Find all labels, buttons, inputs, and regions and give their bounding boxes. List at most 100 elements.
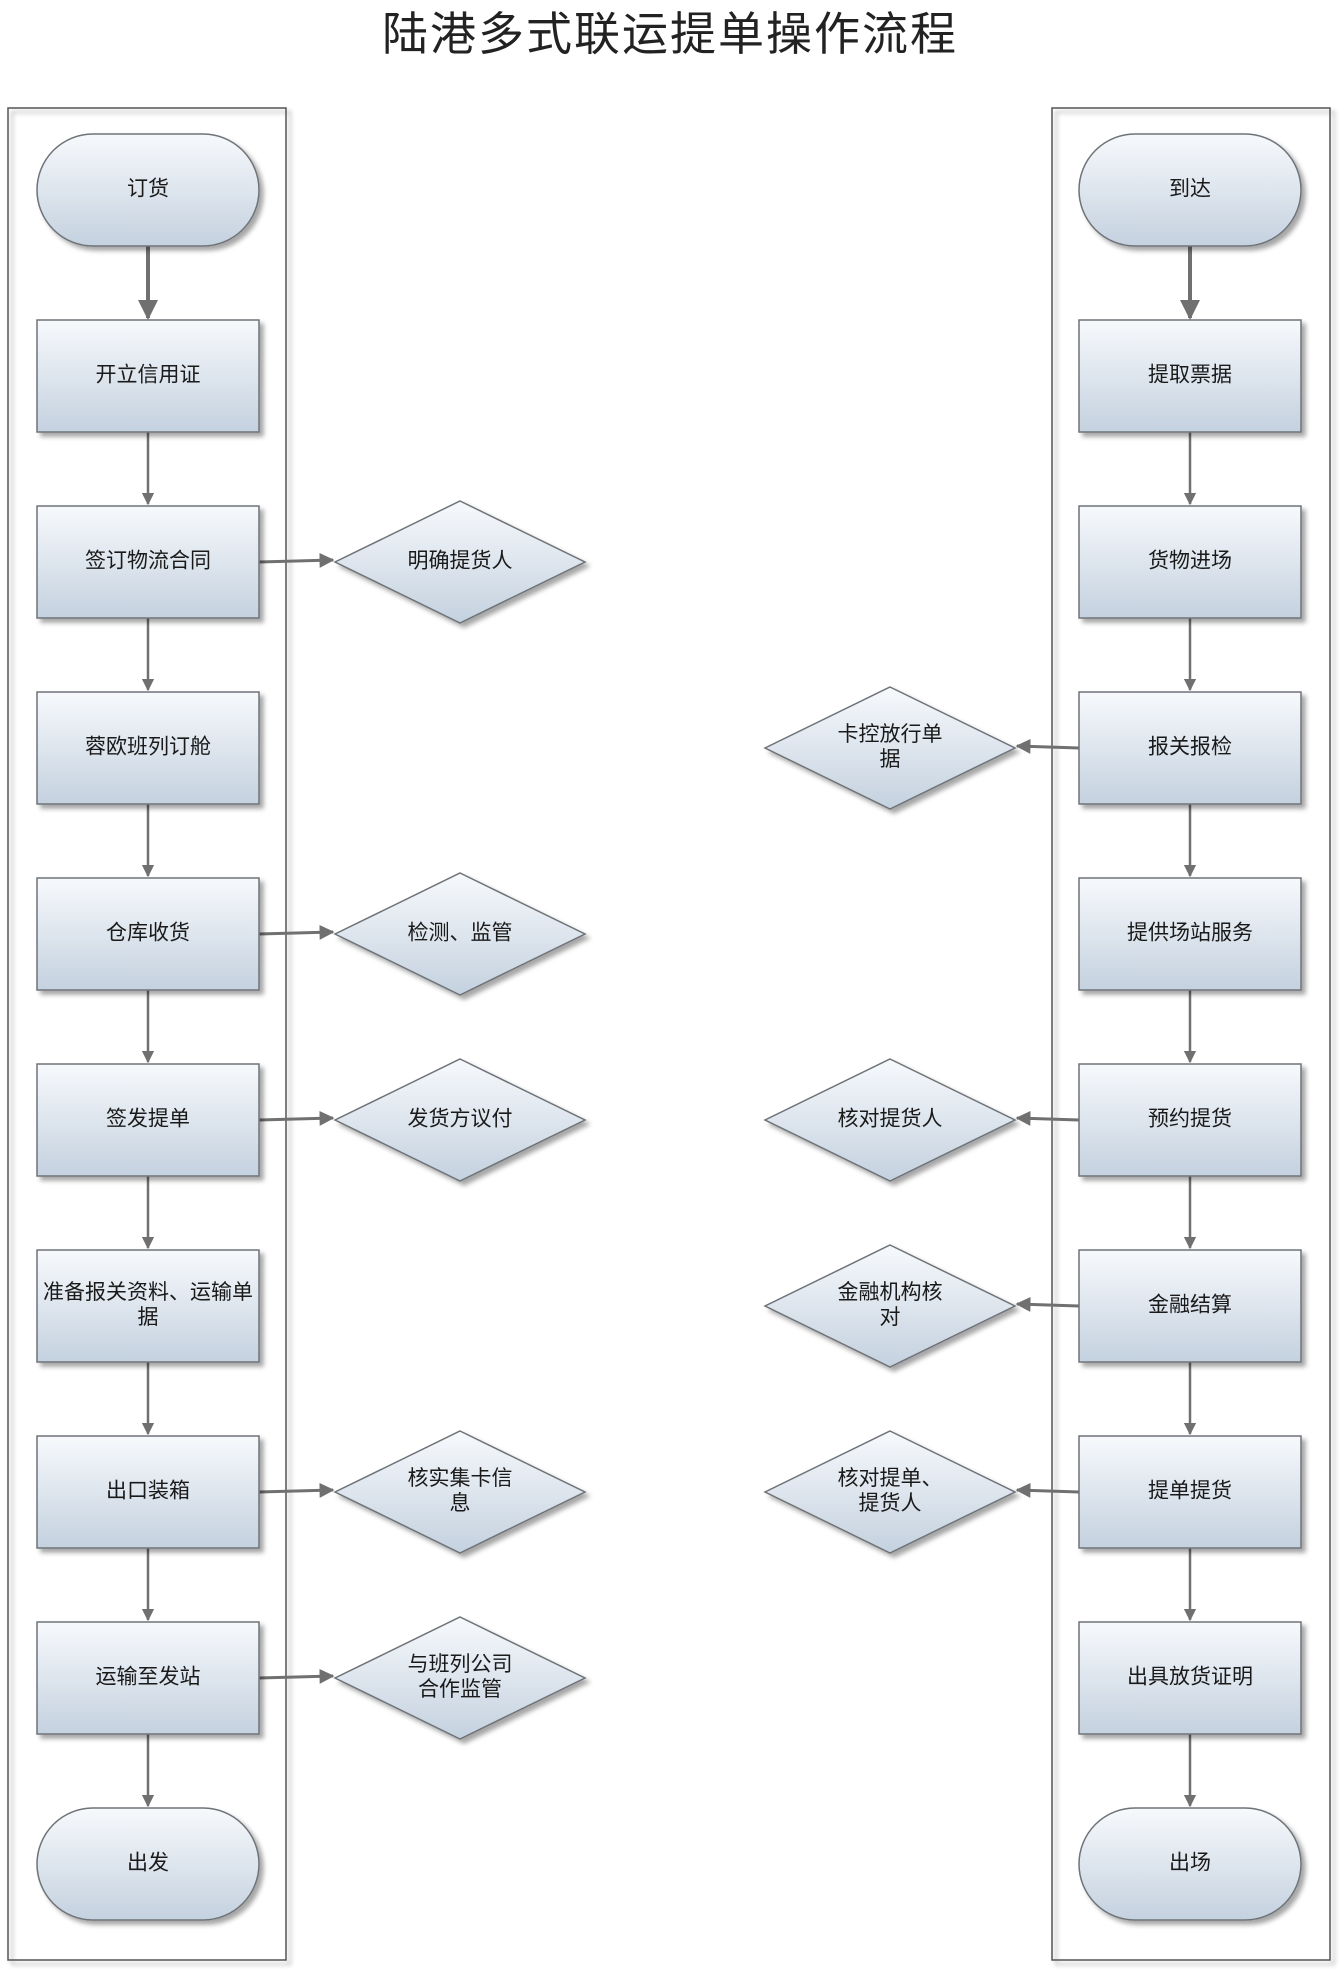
process-step: 蓉欧班列订舱 xyxy=(36,691,260,805)
node-label: 出口装箱 xyxy=(106,1479,190,1503)
left-lane-border xyxy=(7,107,287,1961)
process-step: 签订物流合同 xyxy=(36,505,260,619)
diamond-label: 核对提货人 xyxy=(838,1107,943,1131)
node-label: 货物进场 xyxy=(1148,549,1232,573)
process-shape xyxy=(1078,877,1302,991)
annotation-arrow xyxy=(258,1110,335,1126)
process-step: 出口装箱 xyxy=(36,1435,260,1549)
decision-diamond: 核对提货人 xyxy=(763,1058,1017,1182)
process-shape xyxy=(1078,1435,1302,1549)
diamond-shape xyxy=(763,1430,1017,1554)
diamond-shape xyxy=(763,1244,1017,1368)
process-shape xyxy=(1078,1063,1302,1177)
process-shape xyxy=(36,319,260,433)
terminal-shape xyxy=(36,1807,260,1921)
diamond-label: 金融机构核 xyxy=(838,1280,943,1304)
node-label: 到达 xyxy=(1169,177,1211,201)
diamond-shape xyxy=(333,500,587,624)
diamond-label: 明确提货人 xyxy=(408,549,513,573)
swimlanes xyxy=(7,107,1331,1961)
annotation-arrow xyxy=(258,1482,335,1498)
diamond-label: 卡控放行单 xyxy=(838,722,943,746)
decision-diamond: 发货方议付 xyxy=(333,1058,587,1182)
diamond-label: 对 xyxy=(880,1305,901,1329)
diamond-label: 提货人 xyxy=(859,1491,922,1515)
process-step: 货物进场 xyxy=(1078,505,1302,619)
diamond-label: 核对提单、 xyxy=(838,1466,943,1490)
annotation-arrow xyxy=(1015,1482,1080,1498)
node-label: 提取票据 xyxy=(1148,363,1232,387)
page-title: 陆港多式联运提单操作流程 xyxy=(382,7,958,61)
connectors xyxy=(138,246,1200,1808)
diamond-label: 检测、监管 xyxy=(408,921,513,945)
node-label-line: 准备报关资料、运输单 xyxy=(43,1280,253,1304)
diamond-label: 息 xyxy=(450,1491,471,1515)
process-step: 仓库收货 xyxy=(36,877,260,991)
node-label: 订货 xyxy=(127,177,169,201)
annotation-arrow xyxy=(1015,1110,1080,1126)
node-label: 提单提货 xyxy=(1148,1479,1232,1503)
diamond-shape xyxy=(333,1616,587,1740)
node-label: 预约提货 xyxy=(1148,1107,1232,1131)
end-terminal: 出场 xyxy=(1078,1807,1302,1921)
process-shape xyxy=(36,1435,260,1549)
process-shape xyxy=(36,1063,260,1177)
process-shape xyxy=(1078,1249,1302,1363)
annotation-arrow xyxy=(258,924,335,940)
process-step: 出具放货证明 xyxy=(1078,1621,1302,1735)
process-shape xyxy=(36,1621,260,1735)
process-shape xyxy=(1078,1621,1302,1735)
node-label: 出具放货证明 xyxy=(1127,1665,1253,1689)
process-shape xyxy=(36,691,260,805)
decision-diamond: 明确提货人 xyxy=(333,500,587,624)
diamond-shape xyxy=(333,1430,587,1554)
node-label: 报关报检 xyxy=(1148,735,1232,759)
diamond-label: 合作监管 xyxy=(418,1677,502,1701)
process-step: 报关报检 xyxy=(1078,691,1302,805)
node-label: 出场 xyxy=(1169,1851,1211,1875)
process-step: 预约提货 xyxy=(1078,1063,1302,1177)
diamond-label: 发货方议付 xyxy=(408,1107,513,1131)
decision-diamond: 核对提单、提货人 xyxy=(763,1430,1017,1554)
annotation-arrow xyxy=(258,552,335,568)
node-label: 运输至发站 xyxy=(96,1665,201,1689)
diamond-shape xyxy=(333,872,587,996)
process-step: 提供场站服务 xyxy=(1078,877,1302,991)
node-label: 签发提单 xyxy=(106,1107,190,1131)
process-step: 运输至发站 xyxy=(36,1621,260,1735)
start-terminal: 订货 xyxy=(36,133,260,247)
node-label: 签订物流合同 xyxy=(85,549,211,573)
diamond-label: 核实集卡信 xyxy=(408,1466,513,1490)
nodes: 订货开立信用证签订物流合同蓉欧班列订舱仓库收货签发提单准备报关资料、运输单据出口… xyxy=(36,133,1302,1921)
process-step: 签发提单 xyxy=(36,1063,260,1177)
process-step: 提取票据 xyxy=(1078,319,1302,433)
process-shape xyxy=(1078,505,1302,619)
node-label: 开立信用证 xyxy=(96,363,201,387)
terminal-shape xyxy=(1078,133,1302,247)
node-label: 金融结算 xyxy=(1148,1293,1232,1317)
start-terminal: 到达 xyxy=(1078,133,1302,247)
node-label-line: 据 xyxy=(138,1305,159,1329)
terminal-shape xyxy=(1078,1807,1302,1921)
annotation-arrow xyxy=(1015,1296,1080,1312)
terminal-shape xyxy=(36,133,260,247)
annotation-arrow xyxy=(1015,738,1080,754)
diamond-shape xyxy=(333,1058,587,1182)
end-terminal: 出发 xyxy=(36,1807,260,1921)
diamond-shape xyxy=(763,1058,1017,1182)
node-label: 仓库收货 xyxy=(106,921,190,945)
process-shape xyxy=(36,877,260,991)
node-label: 出发 xyxy=(127,1851,169,1875)
process-shape xyxy=(36,1249,260,1363)
process-shape xyxy=(36,505,260,619)
process-step: 金融结算 xyxy=(1078,1249,1302,1363)
diamond-label: 据 xyxy=(880,747,901,771)
process-step: 提单提货 xyxy=(1078,1435,1302,1549)
right-lane-border xyxy=(1051,107,1331,1961)
annotation-arrow xyxy=(258,1668,335,1684)
